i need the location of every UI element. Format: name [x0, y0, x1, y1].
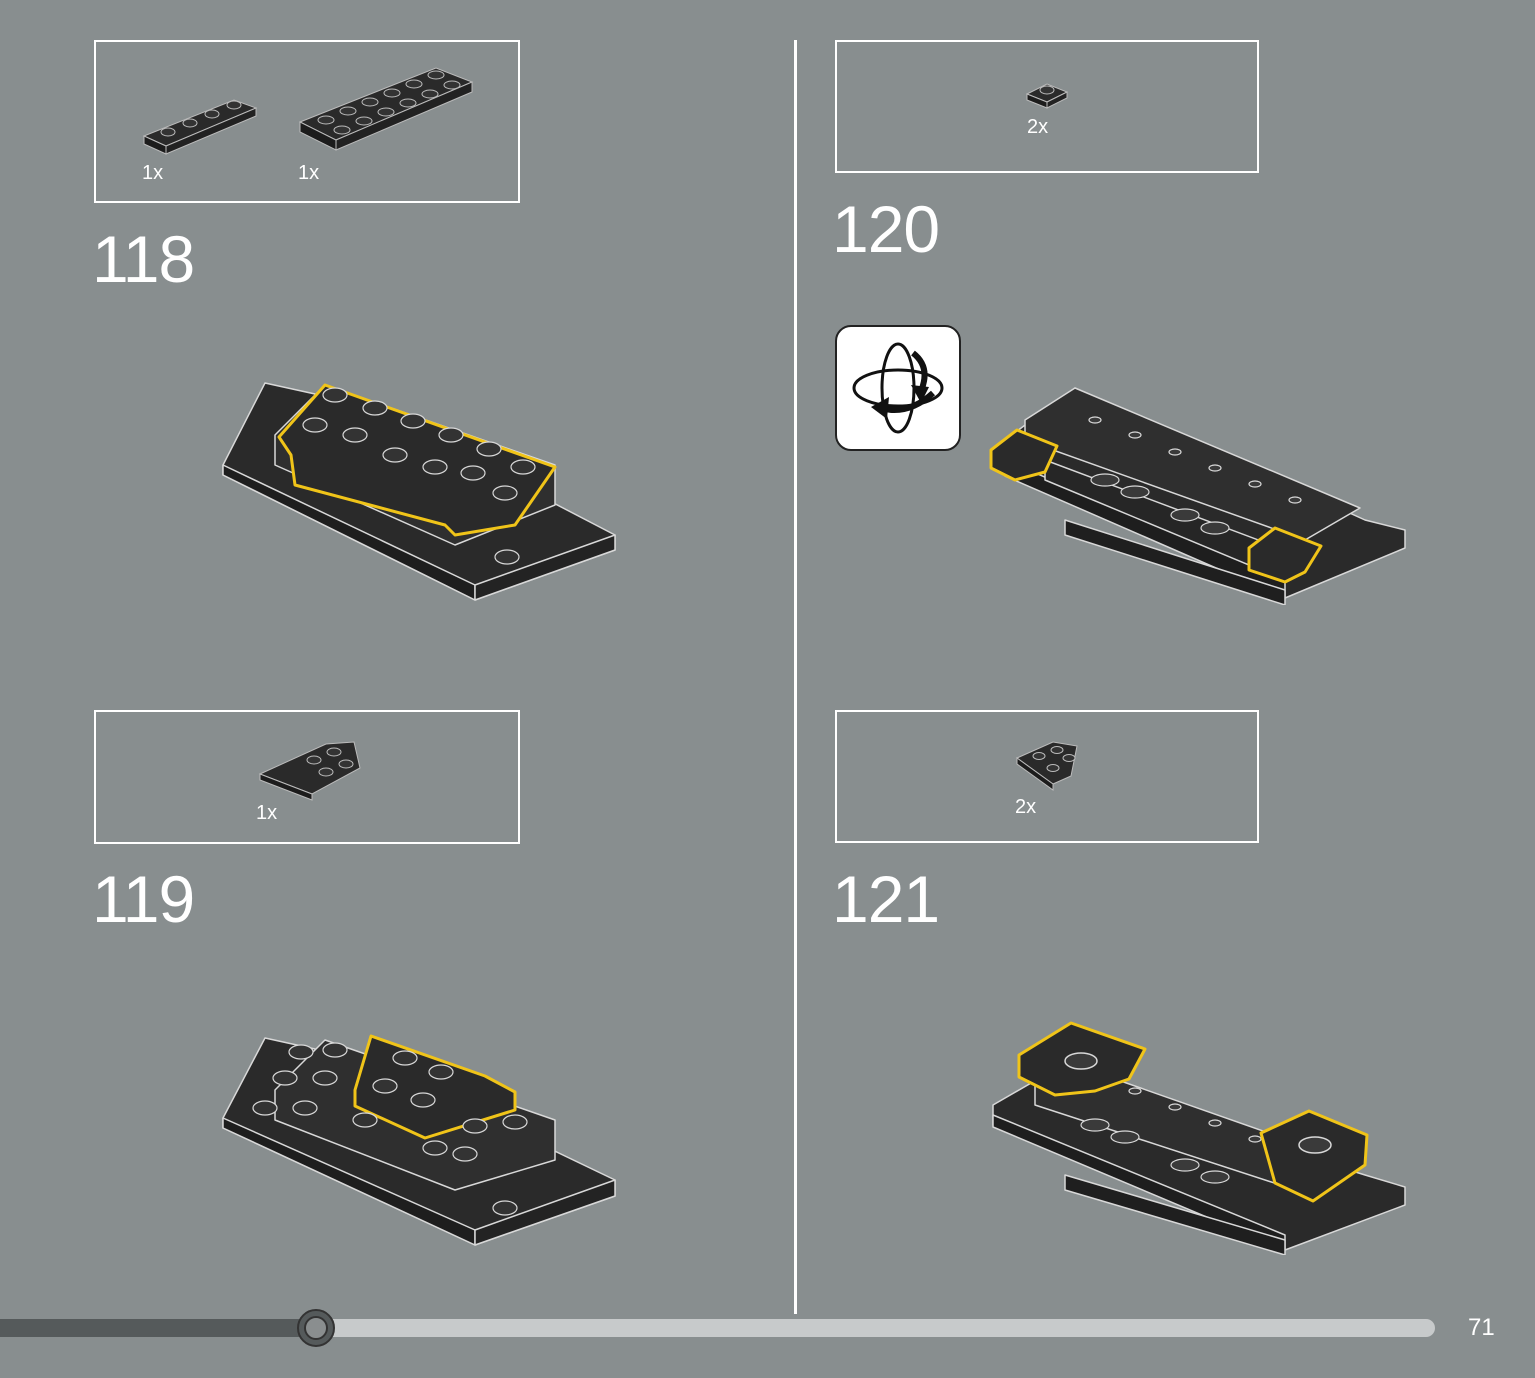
step-number: 119	[92, 862, 195, 936]
wedge-plate-icon	[258, 741, 361, 801]
model-step-121	[992, 1021, 1406, 1255]
progress-track	[0, 1319, 1435, 1337]
model-step-118	[222, 382, 616, 601]
wedge-plate-2x2-icon	[1016, 741, 1078, 791]
part-qty: 2x	[1015, 796, 1037, 818]
plate-2x6-icon	[298, 67, 474, 151]
model-step-120	[989, 387, 1406, 605]
plate-1x1-icon	[1025, 83, 1069, 109]
step-number: 118	[92, 222, 195, 296]
page-divider	[794, 40, 797, 1314]
progress-fill	[0, 1319, 316, 1337]
parts-box-step-118: 1x 1x	[94, 40, 520, 203]
parts-box-step-120: 2x	[835, 40, 1259, 173]
model-step-119	[222, 1034, 616, 1246]
step-number: 121	[832, 862, 940, 936]
part-qty: 2x	[1027, 116, 1049, 138]
step-number: 120	[832, 192, 940, 266]
progress-knob	[297, 1309, 335, 1347]
part-qty: 1x	[256, 802, 278, 824]
part-qty: 1x	[298, 162, 320, 184]
rotate-model-icon	[835, 325, 961, 451]
page-number: 71	[1468, 1314, 1495, 1341]
plate-1x4-icon	[142, 99, 258, 155]
parts-box-step-121: 2x	[835, 710, 1259, 843]
part-qty: 1x	[142, 162, 164, 184]
parts-box-step-119: 1x	[94, 710, 520, 844]
